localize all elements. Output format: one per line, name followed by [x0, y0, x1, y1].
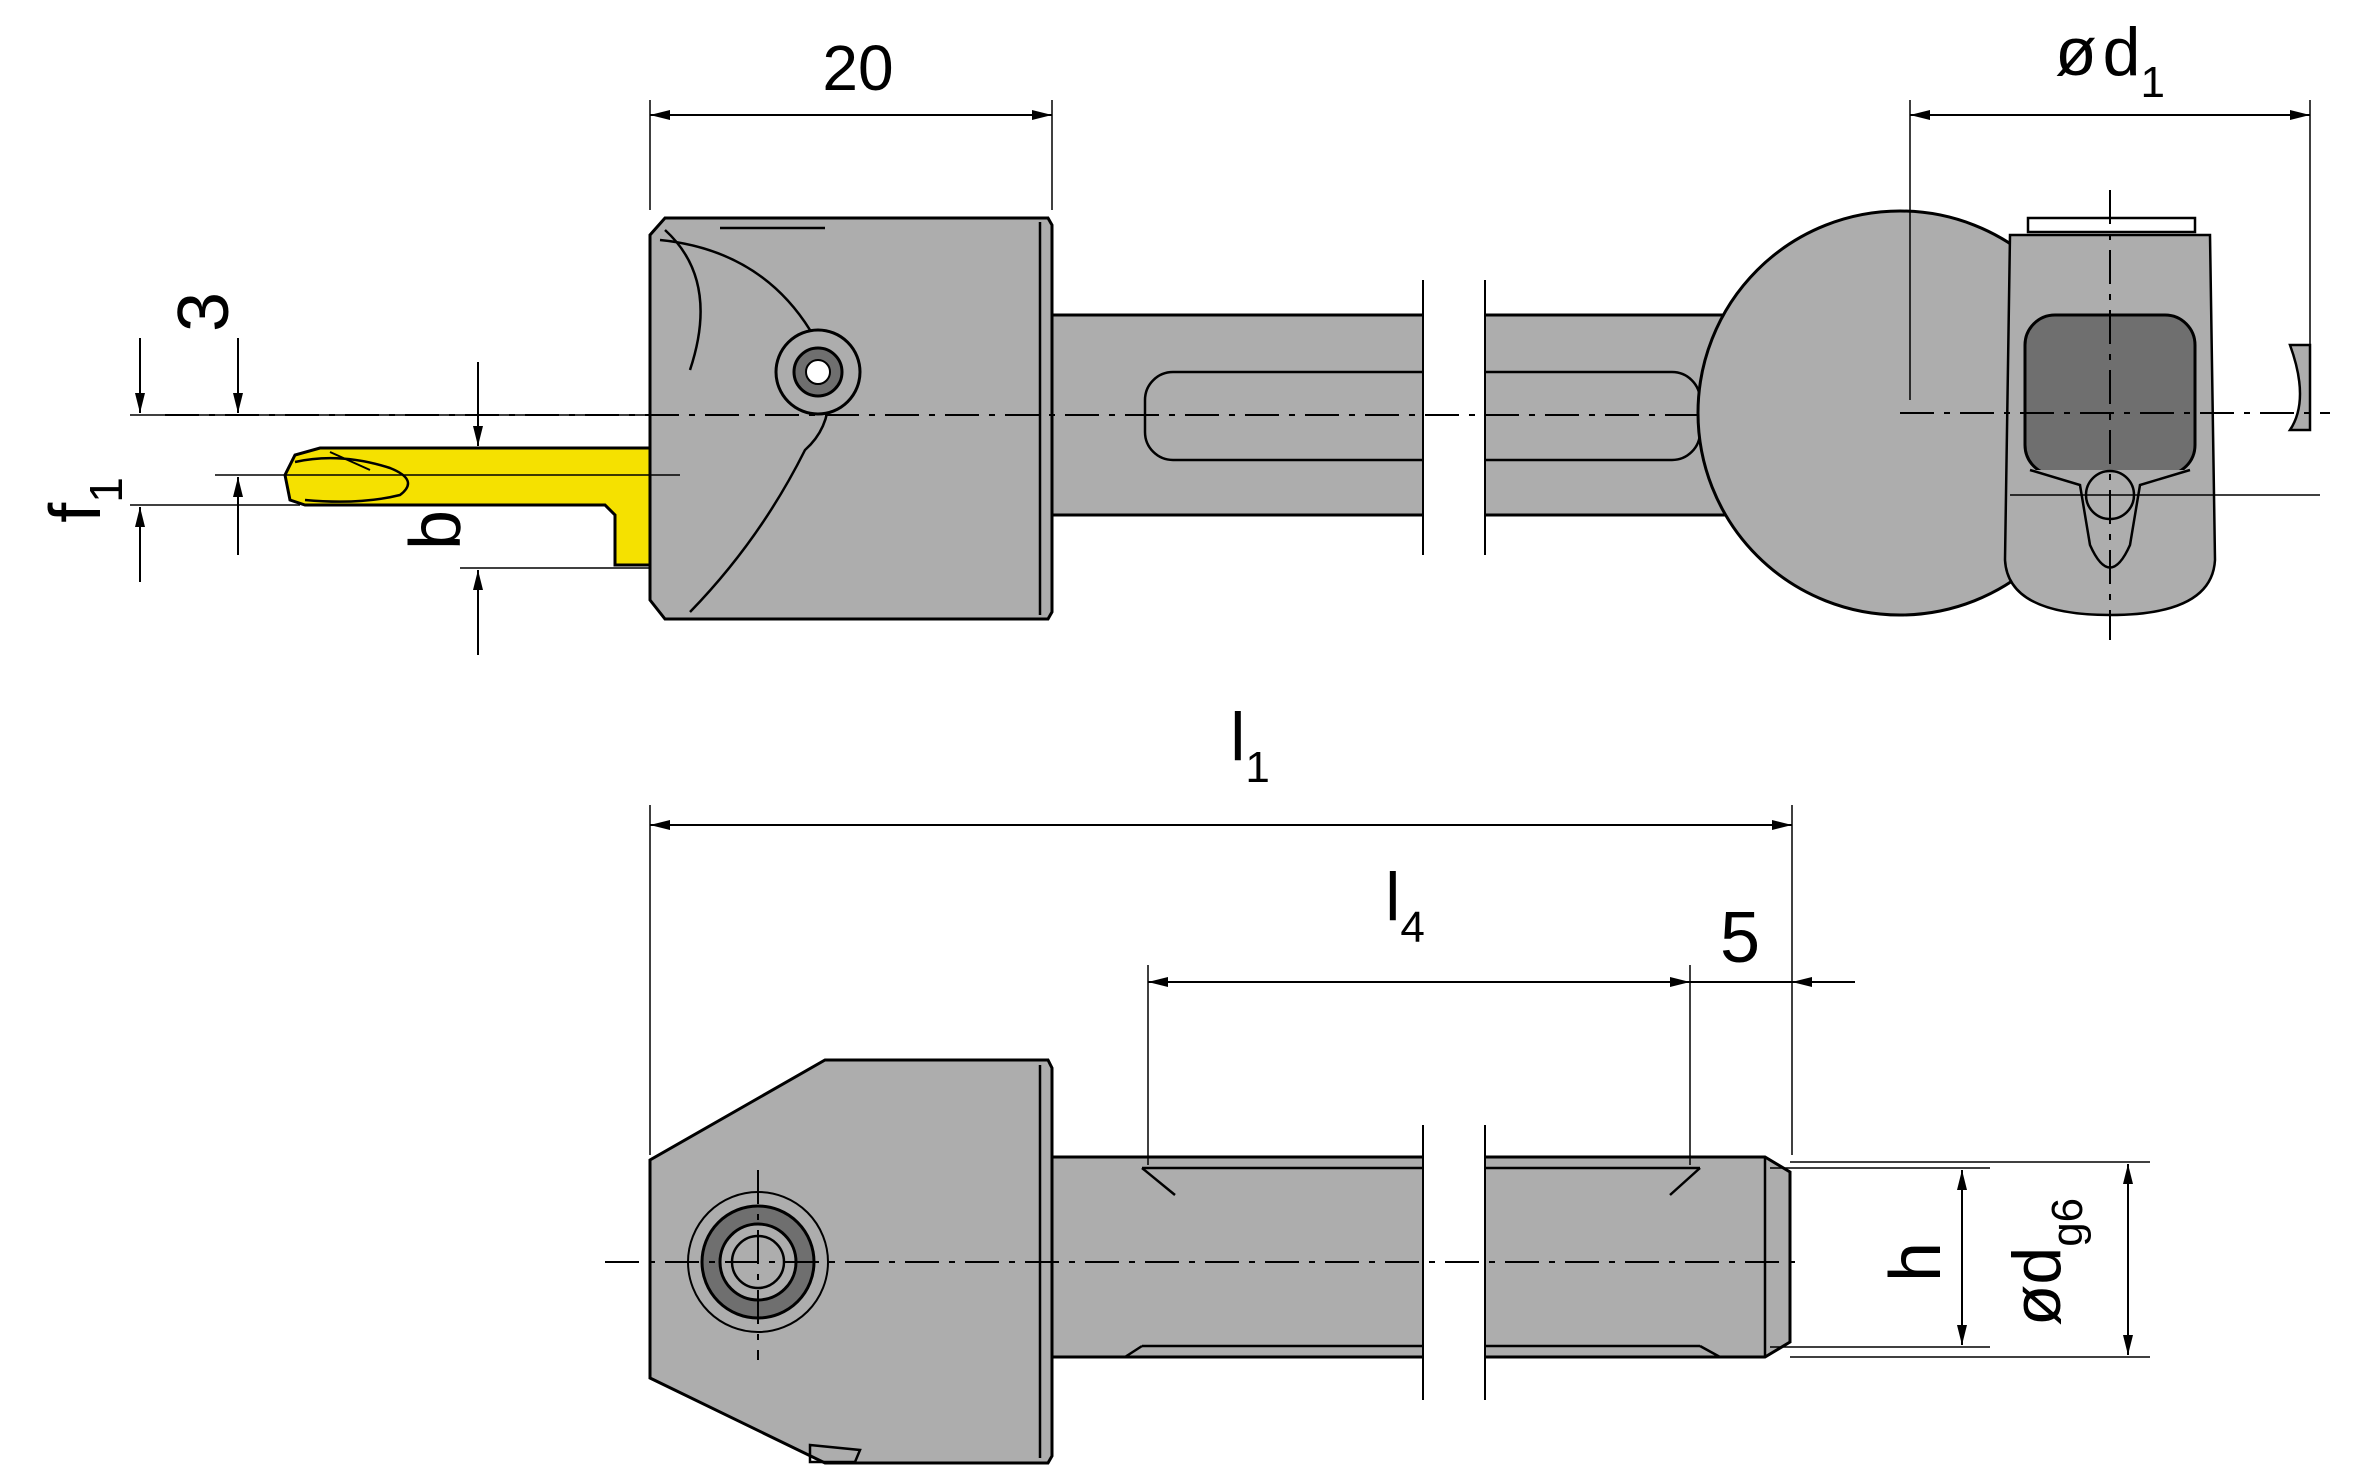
- dim-label-5: 5: [1720, 898, 1760, 978]
- boring-insert: [283, 446, 652, 567]
- dimension-f1: f1: [36, 338, 145, 582]
- dimension-dg6: ødg6: [1999, 1164, 2133, 1355]
- top-view-bottom: [605, 1058, 2150, 1465]
- dimension-d1: ød1: [1909, 14, 2311, 400]
- dimension-b: b: [396, 362, 483, 655]
- dimension-l1: l1: [649, 699, 1793, 1155]
- dimension-l4: l4: [1147, 859, 1691, 1165]
- break-lines-bottom: [1422, 1125, 1486, 1400]
- break-lines-top: [1422, 280, 1486, 555]
- tool-head-top: [648, 216, 1054, 621]
- dim-label-f1: f1: [36, 477, 132, 523]
- dim-label-d1: ød1: [2055, 14, 2165, 107]
- clamp-screw-icon: [774, 328, 862, 416]
- dim-label-3: 3: [164, 292, 244, 332]
- dim-label-20: 20: [822, 32, 893, 104]
- dim-label-h: h: [1876, 1242, 1956, 1282]
- dim-label-b: b: [396, 510, 476, 550]
- end-view: [1696, 190, 2330, 640]
- dim-label-dg6: ødg6: [1999, 1198, 2092, 1326]
- dim-label-l1: l1: [1230, 699, 1270, 792]
- dim-label-l4: l4: [1385, 859, 1425, 952]
- side-view-top: [130, 216, 1795, 621]
- dimension-5: 5: [1690, 898, 1855, 987]
- dimension-3: 3: [164, 292, 244, 555]
- dimension-20: 20: [649, 32, 1053, 210]
- dimension-h: h: [1876, 1170, 1967, 1345]
